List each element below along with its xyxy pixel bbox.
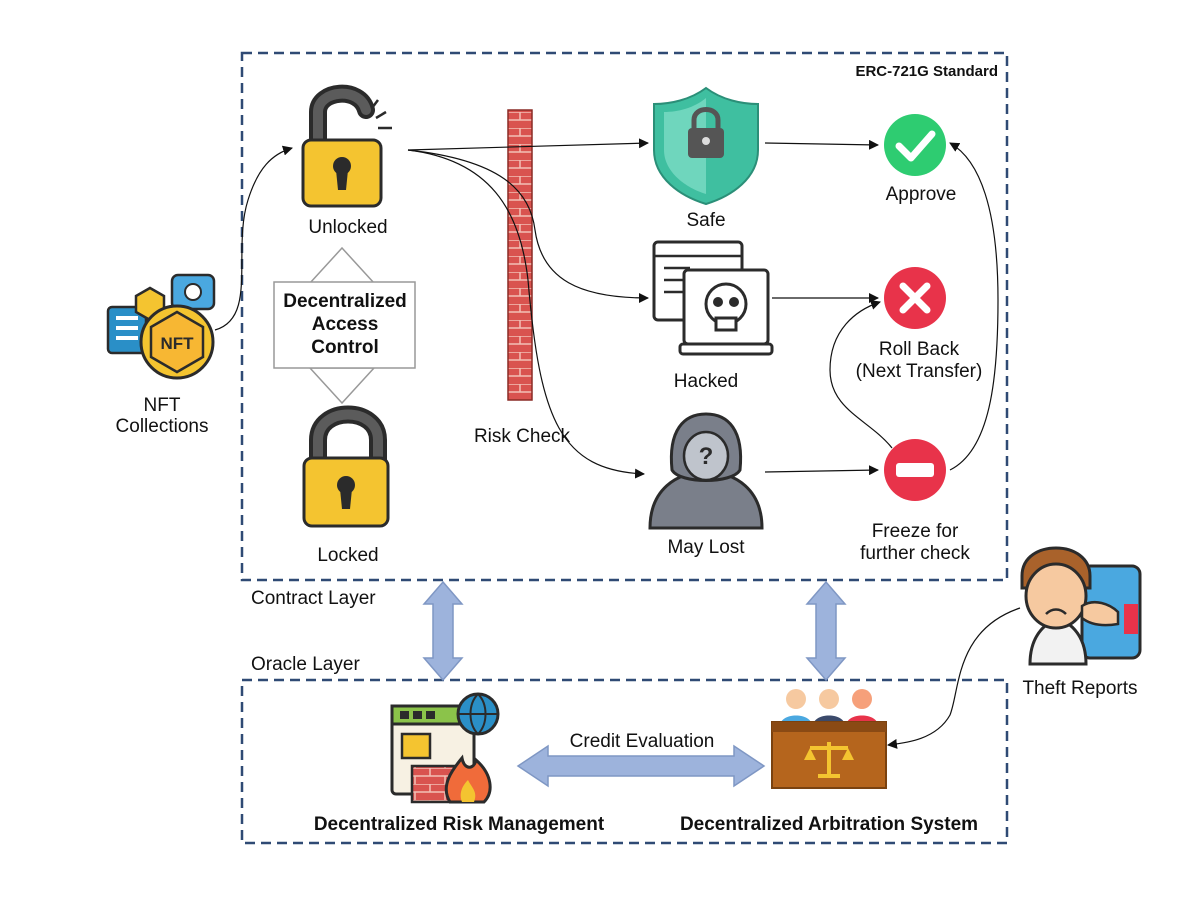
arrow-maylost-to-freeze	[764, 465, 879, 476]
arrow-unlocked-to-maylost	[407, 149, 645, 479]
credit-evaluation-label: Credit Evaluation	[570, 731, 715, 752]
rollback-x-icon	[884, 267, 946, 329]
locked-padlock-icon	[302, 405, 390, 528]
svg-text:?: ?	[699, 443, 714, 470]
arbitration-icon	[771, 689, 887, 789]
arrow-freeze-to-approve	[949, 142, 999, 471]
unlocked-label: Unlocked	[308, 217, 387, 238]
nft-badge-text: NFT	[160, 334, 194, 353]
access-control-line2: Access	[312, 314, 379, 335]
oracle-layer-label: Oracle Layer	[251, 654, 360, 675]
unlocked-padlock-icon	[301, 84, 392, 208]
shield-icon	[653, 86, 759, 206]
arbitration-label: Decentralized Arbitration System	[680, 814, 978, 835]
brick-wall-icon	[507, 109, 533, 401]
nft-label-line1: NFT	[144, 395, 181, 416]
hacked-computer-icon	[652, 240, 774, 356]
risk-management-icon	[390, 692, 500, 804]
arrow-nft-to-unlocked	[214, 145, 293, 331]
arrow-reports-to-arbitration	[887, 607, 1021, 749]
freeze-label-line1: Freeze for	[872, 521, 959, 542]
theft-reporter-icon	[1020, 546, 1142, 666]
contract-layer-box	[240, 51, 1009, 582]
access-control-line1: Decentralized	[283, 291, 407, 312]
nft-collections-icon: NFT	[106, 273, 216, 380]
standard-label: ERC-721G Standard	[855, 63, 998, 80]
rollback-label-line2: (Next Transfer)	[856, 361, 983, 382]
rollback-label-line1: Roll Back	[879, 339, 960, 360]
arrow-unlocked-to-safe	[407, 138, 649, 151]
layer-double-arrow-right	[805, 580, 847, 682]
theft-reports-label: Theft Reports	[1022, 678, 1137, 699]
risk-check-label: Risk Check	[474, 426, 571, 447]
freeze-minus-icon	[884, 439, 946, 501]
access-control-box	[273, 246, 416, 405]
nft-label-line2: Collections	[116, 416, 209, 437]
arrow-freeze-to-rollback	[829, 300, 893, 449]
locked-label: Locked	[317, 545, 378, 566]
safe-label: Safe	[686, 210, 725, 231]
freeze-label-line2: further check	[860, 543, 970, 564]
hacked-label: Hacked	[674, 371, 738, 392]
may-lost-label: May Lost	[667, 537, 745, 558]
contract-layer-label: Contract Layer	[251, 588, 376, 609]
arrow-safe-to-approve	[764, 139, 879, 150]
risk-management-label: Decentralized Risk Management	[314, 814, 605, 835]
layer-double-arrow-left	[422, 580, 464, 682]
connectors	[214, 138, 1021, 749]
hooded-figure-icon: ?	[648, 412, 764, 530]
arrow-unlocked-to-hacked	[407, 149, 649, 303]
approve-check-icon	[884, 114, 946, 176]
access-control-line3: Control	[311, 337, 379, 358]
credit-evaluation-arrow	[516, 744, 766, 788]
approve-label: Approve	[886, 184, 957, 205]
